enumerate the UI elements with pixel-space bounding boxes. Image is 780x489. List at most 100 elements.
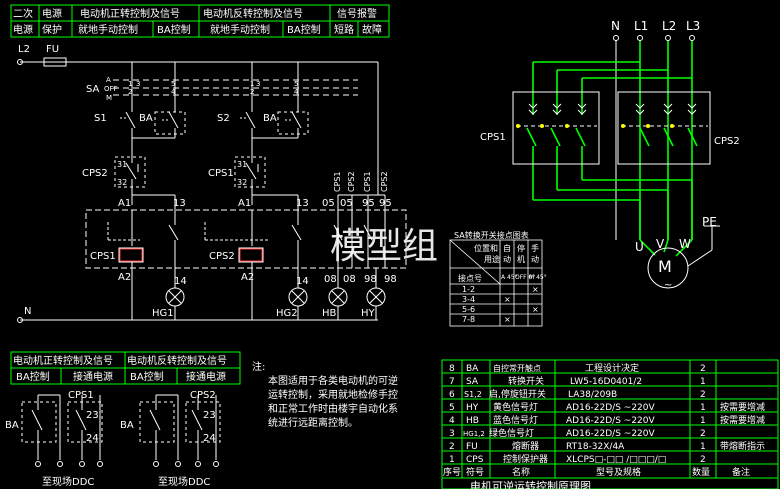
parts-cell: 绿色信号灯 [489, 427, 534, 439]
sa-switch-table-text: SA转换开关接点图表 位置和 用途 接点号 自 动 停 机 手 动 A 45° … [454, 230, 547, 324]
label-L2: L2 [18, 44, 30, 55]
sa-angle: M 45° [529, 274, 547, 281]
sa-row-contacts: 5-6 [462, 305, 475, 314]
parts-header: 名称 [512, 466, 530, 478]
motor-symbol: M [658, 257, 672, 276]
label-PE: PE [702, 215, 717, 229]
label-24: 24 [86, 433, 99, 444]
header-cell: 保护 [42, 23, 62, 36]
drawing-title: 电机可逆运转控制原理图 [470, 479, 591, 489]
parts-cell: 控制保护器 [503, 453, 548, 465]
header-cell: 就地手动控制 [78, 23, 138, 36]
sa-table-contact-no: 接点号 [458, 273, 482, 283]
label-A1: A1 [238, 198, 251, 209]
sa-col-off: 机 [517, 254, 525, 264]
label-CPS2-ddc: CPS2 [190, 390, 216, 401]
vertical-label: CPS2 [380, 171, 389, 192]
label-14: 14 [296, 276, 309, 287]
contact-label: 4 [294, 88, 299, 96]
parts-cell: 5 [449, 403, 455, 413]
bl-cell: 电动机正转控制及信号 [13, 354, 113, 367]
header-cell: 就地手动控制 [210, 23, 270, 36]
header-cell: 电源 [42, 7, 62, 20]
label-CPS2: CPS2 [714, 136, 740, 147]
label-23: 23 [86, 410, 99, 421]
parts-cell: 1 [700, 416, 706, 426]
sa-row-contacts: 3-4 [462, 295, 475, 304]
parts-cell: XLCPS□-□□ /□□□/□ [566, 455, 666, 465]
label-05: 05 [340, 198, 353, 209]
parts-cell: 转换开关 [508, 375, 544, 387]
header-cell: 故障 [362, 23, 382, 36]
label-CPS1-coil: CPS1 [90, 251, 116, 262]
parts-cell: 2 [700, 364, 706, 374]
watermark-text: 模型组 [330, 226, 438, 267]
label-M: M [106, 94, 112, 102]
sa-col-manual: 手 [531, 243, 539, 253]
notes-title: 注: [252, 360, 265, 373]
to-ddc-label: 至现场DDC [42, 475, 94, 488]
power-circuit-labels: N L1 L2 L3 CPS1 CPS2 PE M ~ U V W [480, 19, 740, 291]
label-CPS2-coil: CPS2 [209, 251, 235, 262]
vertical-label: CPS2 [347, 171, 356, 192]
vertical-label: CPS1 [333, 171, 342, 192]
parts-cell: 按需要增减 [720, 414, 765, 426]
label-14: 14 [174, 276, 187, 287]
parts-cell: AD16-22D/S ~220V [566, 429, 655, 439]
parts-cell: 2 [449, 442, 455, 452]
label-FU: FU [46, 44, 59, 55]
label-98: 98 [364, 274, 377, 285]
sa-angle: OFF 0° [515, 274, 535, 281]
label-HG1: HG1 [152, 308, 174, 319]
header-cell: BA控制 [157, 23, 191, 36]
label-23: 23 [203, 410, 216, 421]
label-A2: A2 [118, 272, 131, 283]
power-circuit-wiring [526, 40, 698, 257]
label-32: 32 [237, 178, 247, 187]
sa-col-auto: 动 [503, 254, 511, 264]
parts-cell: AD16-22D/S ~220V [566, 416, 655, 426]
bl-cell: BA控制 [130, 370, 164, 383]
parts-cell: LW5-16D0401/2 [570, 377, 642, 387]
notes-line: 本图适用于各类电动机的可逆 [268, 374, 398, 387]
contact-label: 2 [128, 88, 132, 96]
parts-cell: 按需要增减 [720, 401, 765, 413]
parts-header: 序号 [443, 466, 461, 478]
bl-cell: 电动机反转控制及信号 [127, 354, 227, 367]
label-31: 31 [117, 160, 127, 169]
sa-switch-table [449, 239, 543, 327]
header-table [10, 4, 390, 38]
label-BA-ddc: BA [120, 420, 134, 431]
label-SA: SA [86, 84, 100, 95]
parts-cell: 2 [700, 429, 706, 439]
contact-markers [516, 124, 674, 128]
label-98: 98 [384, 274, 397, 285]
sa-angle: A 45° [501, 274, 518, 281]
label-05: 05 [322, 198, 335, 209]
control-circuit-wiring [17, 57, 407, 323]
parts-cell: 黄色信号灯 [493, 401, 538, 413]
contact-label: 2 [250, 88, 254, 96]
ddc-contacts [21, 394, 221, 467]
parts-cell: AD16-22D/S ~220V [566, 403, 655, 413]
label-HB: HB [322, 308, 337, 319]
label-13: 13 [296, 198, 309, 209]
terminal-label: W [679, 237, 691, 251]
parts-header: 型号及规格 [596, 466, 641, 478]
contact-label: 3 [136, 80, 140, 88]
label-N: N [24, 306, 31, 317]
phase-label: L3 [686, 19, 700, 33]
parts-cell: 自控常开触点 [493, 363, 541, 373]
label-S1: S1 [94, 113, 107, 124]
parts-cell: 带熔断指示 [720, 440, 765, 452]
phase-label: L2 [662, 19, 676, 33]
parts-header: 符号 [466, 466, 484, 478]
contact-label: 5 [294, 80, 298, 88]
sa-mark: × [532, 305, 539, 314]
parts-cell: HB [466, 416, 479, 426]
label-95: 95 [379, 198, 392, 209]
bottom-left-table [10, 351, 241, 385]
sa-table-title: SA转换开关接点图表 [454, 230, 529, 240]
notes: 注: 本图适用于各类电动机的可逆 运转控制，采用就地检修手控 和正常工作时由楼宇… [252, 360, 398, 429]
parts-cell: 工程设计决定 [585, 362, 639, 374]
